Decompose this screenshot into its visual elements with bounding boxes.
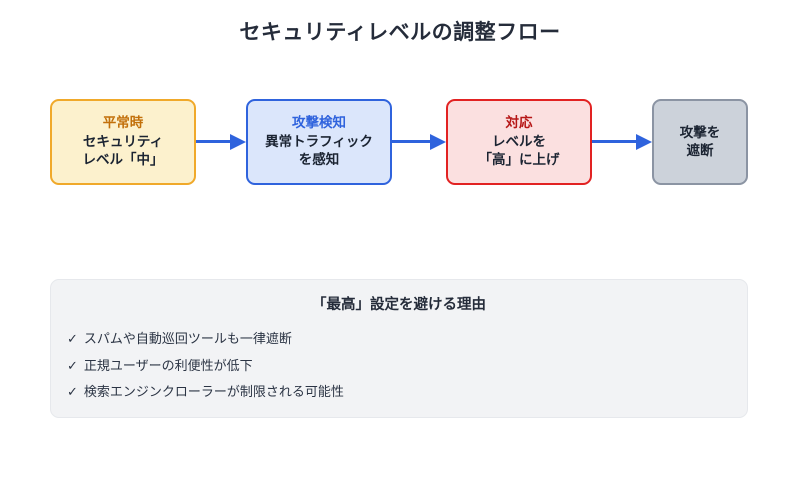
flow-arrow-1: [196, 134, 246, 150]
flow-node-normal-state-heading: 平常時: [102, 114, 144, 131]
flow-node-attack-blocked-line2: 遮断: [686, 143, 714, 159]
flow-diagram: 平常時 セキュリティ レベル「中」 攻撃検知 異常トラフィック を感知 対応 レ…: [0, 99, 800, 185]
flow-node-attack-detected-line1: 異常トラフィック: [265, 134, 373, 151]
flow-node-attack-blocked-line1: 攻撃を: [679, 124, 721, 141]
arrow-shaft: [392, 140, 432, 143]
page-title: セキュリティレベルの調整フロー: [239, 20, 561, 44]
flow-node-attack-blocked[interactable]: 攻撃を 遮断: [652, 99, 748, 185]
list-item-label: 正規ユーザーの利便性が低下: [83, 358, 253, 374]
arrow-shaft: [196, 140, 232, 143]
flow-node-normal-state-line1: セキュリティ: [82, 134, 164, 151]
arrow-head-icon: [430, 134, 446, 150]
flow-node-response-line1: レベルを: [492, 134, 546, 151]
reasons-list: ✓ スパムや自動巡回ツールも一律遮断 ✓ 正規ユーザーの利便性が低下 ✓ 検索エ…: [51, 332, 747, 401]
flow-node-normal-state-line2: レベル「中」: [82, 151, 164, 168]
list-item: ✓ 検索エンジンクローラーが制限される可能性: [67, 385, 747, 401]
check-icon: ✓: [67, 358, 78, 374]
list-item: ✓ スパムや自動巡回ツールも一律遮断: [67, 332, 747, 348]
flow-arrow-3: [592, 134, 652, 150]
arrow-head-icon: [636, 134, 652, 150]
list-item-label: スパムや自動巡回ツールも一律遮断: [83, 332, 292, 347]
flow-node-response[interactable]: 対応 レベルを 「高」に上げ: [446, 99, 592, 185]
arrow-shaft: [592, 140, 638, 143]
arrow-head-icon: [230, 134, 246, 150]
flow-node-response-heading: 対応: [505, 114, 533, 131]
flow-node-attack-detected-line2: を感知: [298, 151, 340, 168]
list-item: ✓ 正規ユーザーの利便性が低下: [67, 359, 747, 375]
check-icon: ✓: [67, 385, 78, 401]
flow-node-response-line2: 「高」に上げ: [478, 151, 560, 168]
reasons-panel-title: 「最高」設定を避ける理由: [312, 297, 486, 313]
flow-node-normal-state[interactable]: 平常時 セキュリティ レベル「中」: [50, 99, 196, 185]
flow-node-attack-detected-heading: 攻撃検知: [292, 114, 346, 131]
reasons-panel: 「最高」設定を避ける理由 ✓ スパムや自動巡回ツールも一律遮断 ✓ 正規ユーザー…: [50, 279, 748, 418]
check-icon: ✓: [67, 332, 78, 347]
flow-arrow-2: [392, 134, 446, 150]
flow-node-attack-detected[interactable]: 攻撃検知 異常トラフィック を感知: [246, 99, 392, 185]
list-item-label: 検索エンジンクローラーが制限される可能性: [83, 385, 344, 401]
